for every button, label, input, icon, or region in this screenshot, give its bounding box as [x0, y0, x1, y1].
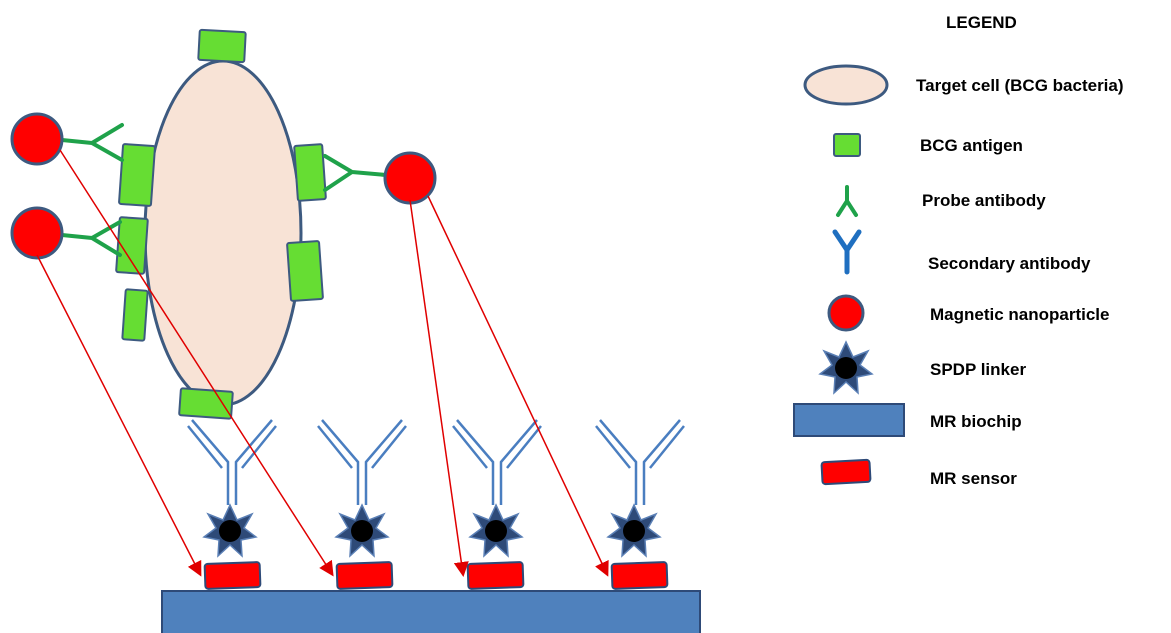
legend-title: LEGEND	[946, 13, 1017, 32]
bcg-antigen	[118, 143, 156, 207]
bcg-antigen	[293, 143, 327, 202]
spdp-linkers	[202, 503, 662, 558]
mr-sensor	[335, 561, 394, 590]
ellipse-cell-icon	[803, 64, 889, 106]
legend-label-probe-antibody: Probe antibody	[922, 191, 1046, 210]
signal-arrows	[36, 149, 609, 577]
bcg-antigen	[178, 387, 234, 420]
secondary-antibody	[317, 419, 407, 505]
bcg-antigen	[286, 240, 324, 302]
spdp-linker	[606, 503, 662, 558]
arrow	[36, 254, 202, 577]
magnetic-nanoparticles	[10, 112, 437, 260]
mr-sensor	[203, 561, 262, 590]
arrow	[427, 195, 609, 577]
red-rect-icon	[820, 458, 872, 486]
mr-sensor	[610, 561, 669, 590]
secondary-antibody	[595, 419, 685, 505]
probe-antibody-icon	[836, 185, 858, 217]
legend-label-bcg-antigen: BCG antigen	[920, 136, 1023, 155]
magnetic-nanoparticle	[383, 151, 437, 205]
secondary-antibody	[452, 419, 542, 505]
secondary-antibody	[187, 419, 277, 505]
spdp-linker	[468, 503, 524, 558]
magnetic-nanoparticle	[10, 206, 64, 260]
mr-biochip	[161, 590, 701, 633]
spdp-linker	[334, 503, 390, 558]
bcg-antigen	[121, 288, 149, 342]
legend-label-target-cell: Target cell (BCG bacteria)	[916, 76, 1124, 95]
arrow	[59, 149, 334, 577]
bcg-antigen	[115, 216, 149, 275]
magnetic-nanoparticle	[10, 112, 64, 166]
target-cell	[143, 59, 303, 407]
green-square-icon	[833, 133, 861, 157]
probe-antibody	[60, 123, 124, 162]
arrow	[409, 199, 469, 577]
legend-label-spdp-linker: SPDP linker	[930, 360, 1027, 379]
red-circle-icon	[827, 294, 865, 332]
probe-antibody	[60, 220, 122, 257]
bcg-antigen	[197, 28, 247, 64]
bcg-antigens	[115, 28, 327, 420]
legend-label-mr-sensor: MR sensor	[930, 469, 1017, 488]
star-linker-icon	[818, 340, 874, 395]
legend-label-mr-biochip: MR biochip	[930, 412, 1022, 431]
legend-icons	[793, 64, 905, 486]
secondary-antibodies	[187, 419, 685, 505]
spdp-linker	[202, 503, 258, 558]
legend-label-magnetic-nanoparticle: Magnetic nanoparticle	[930, 305, 1110, 324]
legend-label-secondary-antibody: Secondary antibody	[928, 254, 1091, 273]
secondary-antibody-icon	[832, 229, 862, 275]
mr-sensor	[466, 561, 525, 590]
probe-antibody	[323, 154, 388, 192]
probe-antibodies	[60, 123, 388, 257]
blue-bar-icon	[793, 403, 905, 437]
mr-sensors	[203, 561, 669, 590]
